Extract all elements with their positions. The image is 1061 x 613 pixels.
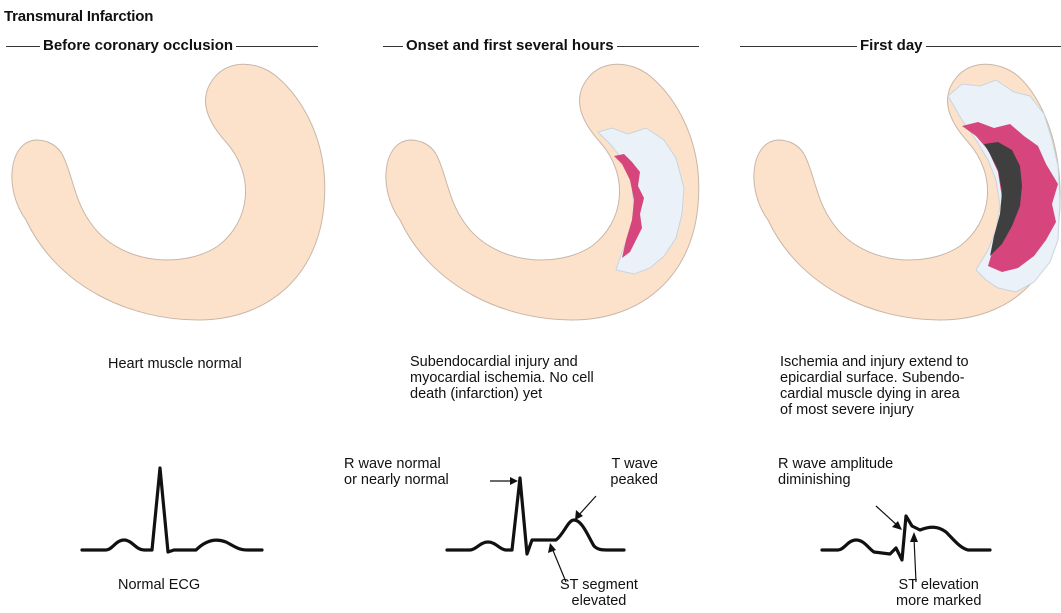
stage-3-caption-line: cardial muscle dying in area — [780, 386, 969, 402]
label-line: or nearly normal — [344, 472, 449, 488]
label-line: ST segment — [560, 577, 638, 593]
stage-2-caption-line: death (infarction) yet — [410, 386, 594, 402]
normal-ecg-label: Normal ECG — [118, 577, 200, 593]
stage-2-caption-line: Subendocardial injury and — [410, 354, 594, 370]
stage-3-caption-line: of most severe injury — [780, 402, 969, 418]
stage-3-caption-line: Ischemia and injury extend to — [780, 354, 969, 370]
st-elevation-label: ST elevation more marked — [896, 577, 981, 609]
stage-3-caption: Ischemia and injury extend to epicardial… — [780, 354, 969, 418]
heart-muscle-normal — [12, 64, 325, 320]
ecg-trace-normal — [82, 468, 262, 552]
t-wave-peaked-label: T wave peaked — [596, 456, 658, 488]
stage-1-caption: Heart muscle normal — [108, 356, 242, 372]
annotation-arrows — [490, 477, 918, 582]
t-wave-arrow — [578, 496, 596, 516]
label-line: R wave amplitude — [778, 456, 893, 472]
st-segment-elevated-label: ST segment elevated — [560, 577, 638, 609]
r-wave-arrowhead — [510, 477, 518, 485]
stage-1-caption-line: Heart muscle normal — [108, 356, 242, 372]
r-wave-amplitude-label: R wave amplitude diminishing — [778, 456, 893, 488]
heart-transmural-injury — [754, 64, 1060, 320]
st-elevation-arrow — [914, 538, 916, 582]
stage-2-caption-line: myocardial ischemia. No cell — [410, 370, 594, 386]
label-line: diminishing — [778, 472, 893, 488]
st-segment-arrowhead — [548, 543, 556, 553]
st-elevation-arrowhead — [910, 532, 918, 542]
label-line: peaked — [596, 472, 658, 488]
stage-2-caption: Subendocardial injury and myocardial isc… — [410, 354, 594, 402]
label-line: T wave — [596, 456, 658, 472]
label-line: ST elevation — [896, 577, 981, 593]
label-line: elevated — [560, 593, 638, 609]
label-line: R wave normal — [344, 456, 449, 472]
heart-subendocardial-injury — [386, 64, 699, 320]
r-wave-normal-label: R wave normal or nearly normal — [344, 456, 449, 488]
ecg-trace-st-marked — [822, 516, 990, 560]
label-line: more marked — [896, 593, 981, 609]
stage-3-caption-line: epicardial surface. Subendo- — [780, 370, 969, 386]
ecg-trace-st-elevated — [447, 478, 624, 554]
r-amplitude-arrow — [876, 506, 898, 526]
